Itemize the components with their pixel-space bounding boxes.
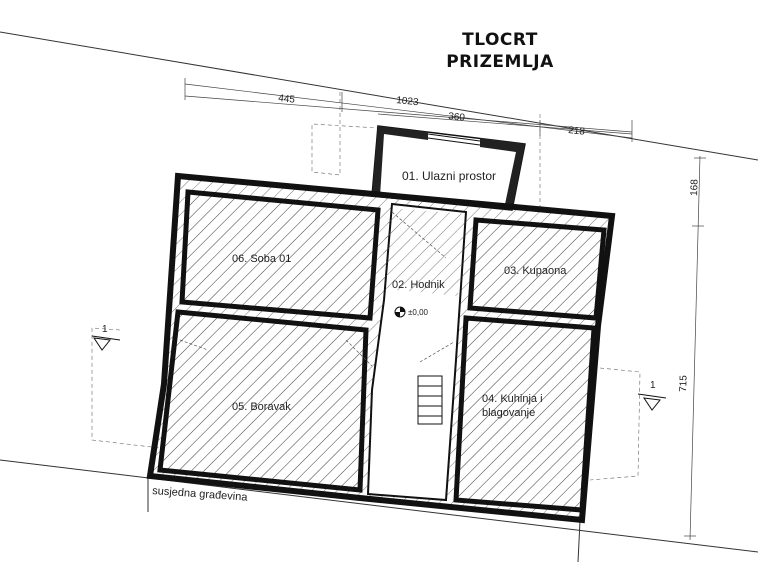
level-label: ±0,00: [408, 308, 429, 317]
room-label-hodnik: 02. Hodnik: [392, 279, 445, 291]
plan-subtitle: PRIZEMLJA: [446, 52, 554, 72]
section-label-right: 1: [650, 380, 656, 391]
canopy-outline: [91, 92, 641, 481]
dimension-445: 445: [278, 93, 296, 106]
section-marker-left-icon: [91, 335, 121, 351]
room-boravak: [157, 309, 369, 493]
corridor: [366, 202, 468, 502]
section-marker-right-icon: [637, 393, 667, 411]
room-kuhinja: [453, 315, 597, 513]
dimension-360: 360: [448, 111, 466, 124]
dimension-218: 218: [568, 125, 586, 138]
level-marker-fill: [395, 307, 405, 317]
room-label-soba: 06. Soba 01: [232, 253, 291, 265]
plan-title: TLOCRT: [462, 30, 538, 50]
room-label-ulazni: 01. Ulazni prostor: [402, 169, 496, 183]
entrance-walls: [371, 125, 526, 211]
room-label-kupaona: 03. Kupaona: [504, 265, 567, 277]
plot-boundary-bottom: [0, 459, 758, 553]
room-label-kuhinja-2: blagovanje: [482, 407, 535, 419]
room-label-boravak: 05. Boravak: [232, 401, 291, 413]
room-soba: [179, 189, 381, 321]
dimension-lines-right: [684, 155, 706, 541]
door-swings: [179, 211, 455, 367]
dimension-715: 715: [678, 375, 690, 392]
dimension-1023: 1023: [396, 95, 420, 108]
section-label-left: 1: [102, 324, 108, 335]
staircase: [417, 375, 443, 425]
room-kupaona: [467, 217, 607, 321]
dimension-168: 168: [689, 179, 701, 196]
room-label-kuhinja-1: 04. Kuhinja i: [482, 393, 543, 405]
